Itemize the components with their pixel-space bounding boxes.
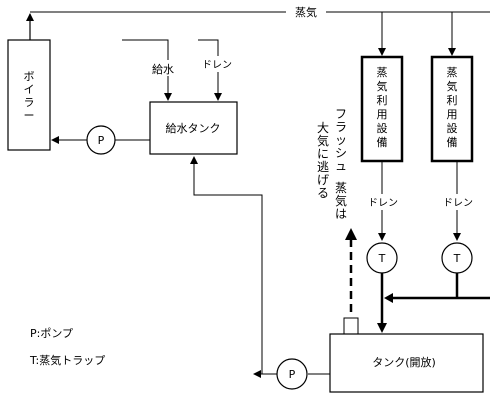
svg-text:気: 気 [317, 133, 329, 148]
svg-text:フ: フ [335, 107, 347, 121]
svg-text:ュ: ュ [335, 159, 347, 173]
svg-text:気: 気 [377, 79, 388, 93]
steam-equipment-2-box [430, 55, 474, 163]
svg-text:用: 用 [447, 108, 458, 121]
svg-text:気: 気 [447, 79, 458, 93]
svg-text:蒸: 蒸 [377, 66, 388, 79]
svg-text:気: 気 [335, 193, 347, 208]
feedwater-inlet-line [122, 39, 172, 101]
legend-pump: P:ポンプ [30, 327, 73, 340]
svg-text:は: は [335, 207, 347, 221]
svg-text:逃: 逃 [317, 160, 329, 174]
svg-text:げ: げ [317, 173, 329, 187]
svg-text:ー: ー [24, 109, 35, 122]
svg-text:ラ: ラ [24, 96, 35, 109]
svg-text:イ: イ [24, 83, 35, 96]
steam-trap-1-symbol: T [378, 252, 386, 265]
steam-equipment-1-box [360, 55, 404, 163]
svg-text:に: に [317, 147, 329, 161]
steam-equipment-1-label: 蒸 気 利 用 設 備 [377, 66, 388, 149]
return-pump-symbol: P [289, 368, 296, 381]
svg-text:る: る [317, 186, 329, 200]
svg-text:蒸: 蒸 [335, 181, 347, 195]
svg-text:ボ: ボ [24, 70, 35, 83]
svg-text:ッ: ッ [335, 133, 347, 147]
tank-vent-nozzle [343, 317, 359, 334]
feed-pump-icon [86, 125, 116, 155]
feed-pump-symbol: P [98, 134, 105, 147]
legend-trap: T:蒸気トラップ [29, 353, 105, 367]
svg-text:利: 利 [447, 94, 458, 107]
svg-text:利: 利 [377, 94, 388, 107]
svg-text:設: 設 [377, 121, 388, 135]
flash-steam-note: フ ラ ッ シ ュ 蒸 気 は 大 気 に 逃 げ る [317, 107, 347, 221]
drain-label-equipment-1: ドレン [368, 198, 398, 209]
svg-text:設: 設 [447, 121, 458, 135]
svg-text:大: 大 [317, 121, 329, 135]
svg-text:備: 備 [447, 136, 458, 149]
boiler-box [7, 39, 51, 151]
svg-text:シ: シ [335, 146, 347, 160]
svg-text:備: 備 [377, 136, 388, 149]
feedwater-label: 給水 [152, 62, 174, 76]
steam-trap-2-symbol: T [453, 252, 461, 265]
feedwater-tank-label: 給水タンク [166, 121, 221, 135]
drain-label-feedwater: ドレン [202, 60, 232, 71]
feedwater-tank-box [149, 101, 238, 155]
steam-label: 蒸気 [295, 5, 317, 19]
open-tank-label: タンク(開放) [372, 355, 436, 369]
steam-equipment-2-label: 蒸 気 利 用 設 備 [447, 66, 458, 149]
drain-label-equipment-2: ドレン [443, 198, 473, 209]
boiler-label: ボ イ ラ ー [24, 70, 35, 122]
drain-return-line [198, 39, 222, 101]
svg-text:用: 用 [377, 108, 388, 121]
return-to-feedwater-line [190, 156, 263, 374]
open-tank-box [329, 333, 484, 393]
svg-text:ラ: ラ [335, 120, 347, 134]
svg-text:蒸: 蒸 [447, 66, 458, 79]
